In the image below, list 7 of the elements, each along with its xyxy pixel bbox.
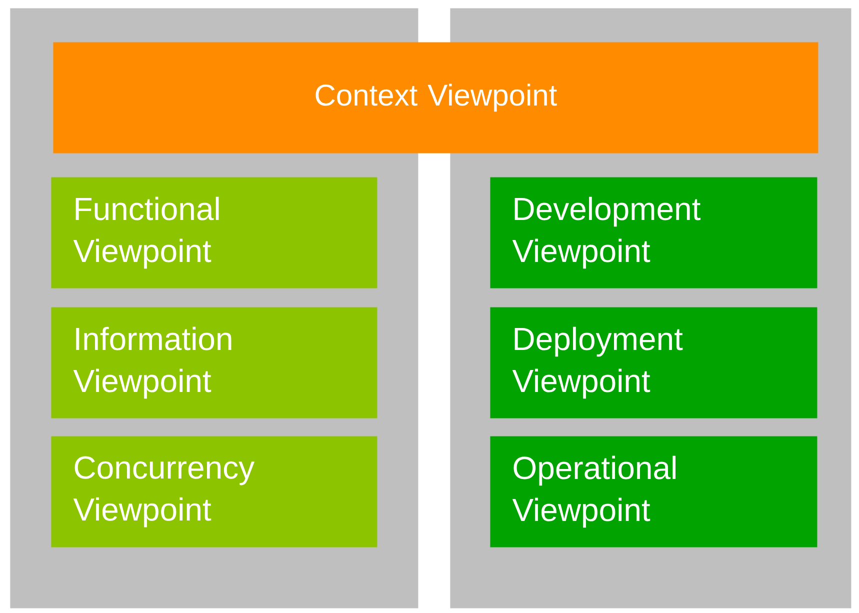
viewpoint-box: Functional Viewpoint xyxy=(51,177,378,288)
viewpoint-box: Context Viewpoint xyxy=(53,42,818,154)
viewpoint-box: Operational Viewpoint xyxy=(490,436,818,548)
viewpoint-box: Deployment Viewpoint xyxy=(490,307,818,418)
viewpoint-box: Concurrency Viewpoint xyxy=(51,436,378,548)
viewpoint-box: Development Viewpoint xyxy=(490,177,818,288)
viewpoint-box: Information Viewpoint xyxy=(51,307,378,418)
